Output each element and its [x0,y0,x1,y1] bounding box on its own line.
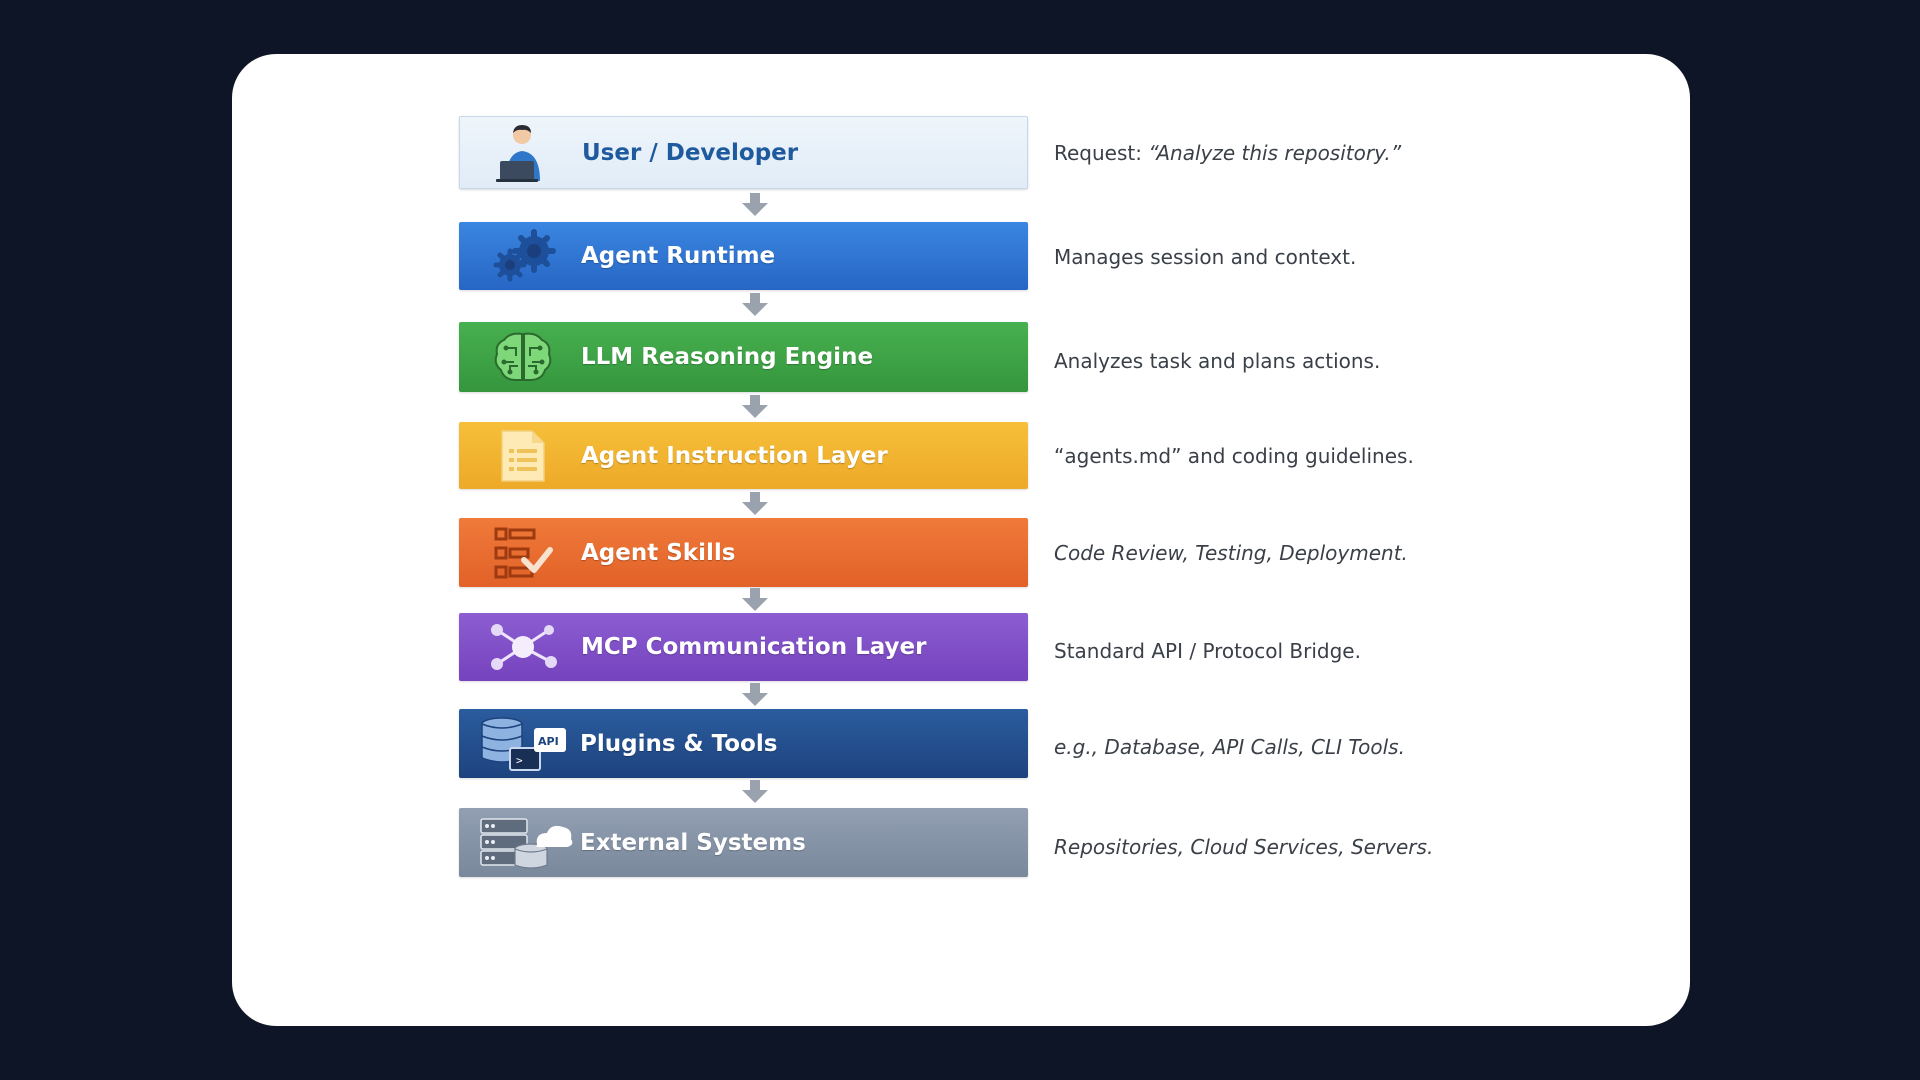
layer-label: LLM Reasoning Engine [581,344,874,370]
checklist-icon [487,523,559,583]
layer-label: MCP Communication Layer [581,634,927,660]
document-icon [487,426,559,486]
user-laptop-icon [488,123,560,183]
layer-description: Standard API / Protocol Bridge. [1054,639,1361,663]
gears-icon [487,226,559,286]
layer-external-systems: External Systems [459,808,1028,877]
layer-label: External Systems [580,829,806,856]
database-terminal-api-icon: > API [479,714,569,774]
down-arrow-icon [742,395,768,418]
down-arrow-icon [742,780,768,803]
layer-description: Manages session and context. [1054,245,1357,269]
layer-description: Code Review, Testing, Deployment. [1054,541,1408,565]
layer-label: Agent Runtime [581,243,776,269]
layer-description: Request: “Analyze this repository.” [1054,141,1402,165]
brain-circuit-icon [487,327,559,387]
svg-text:API: API [538,735,559,748]
layer-description: Analyzes task and plans actions. [1054,349,1381,373]
layer-llm-reasoning-engine: LLM Reasoning Engine [459,322,1028,392]
layer-user-developer: User / Developer [459,116,1028,189]
layer-plugins-tools: > API Plugins & Tools [459,709,1028,778]
layer-label: Agent Instruction Layer [581,442,888,469]
layer-label: Agent Skills [581,539,736,566]
layer-label: Plugins & Tools [580,730,778,757]
down-arrow-icon [742,293,768,316]
layer-label: User / Developer [582,139,799,166]
down-arrow-icon [742,683,768,706]
down-arrow-icon [742,492,768,515]
server-cloud-icon [479,813,575,873]
layer-mcp-communication: MCP Communication Layer [459,613,1028,681]
layer-agent-skills: Agent Skills [459,518,1028,587]
down-arrow-icon [742,193,768,216]
network-nodes-icon [487,617,559,677]
layer-description: e.g., Database, API Calls, CLI Tools. [1054,735,1405,759]
layer-description: Repositories, Cloud Services, Servers. [1054,835,1434,859]
layer-description: “agents.md” and coding guidelines. [1054,444,1414,468]
layer-agent-instruction: Agent Instruction Layer [459,422,1028,489]
svg-text:>: > [516,754,523,767]
down-arrow-icon [742,588,768,611]
layer-agent-runtime: Agent Runtime [459,222,1028,290]
